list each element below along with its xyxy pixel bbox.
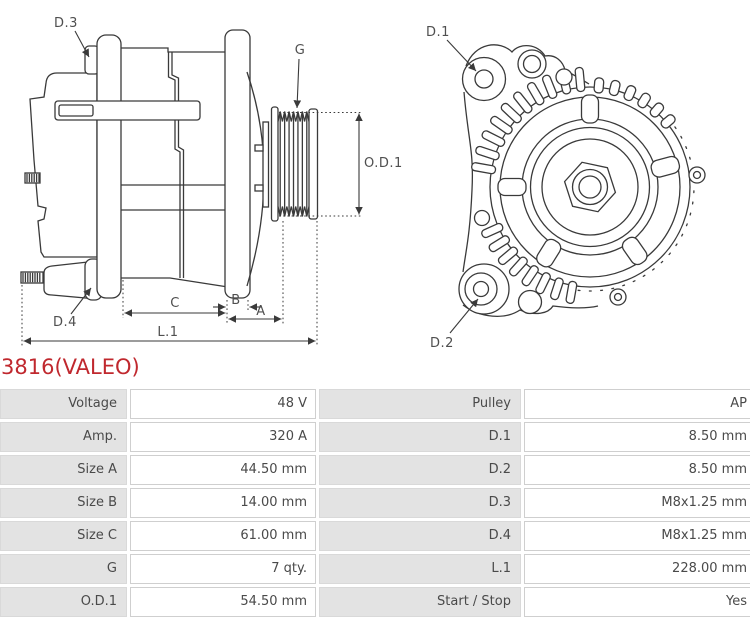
dim-label-l1: L.1 <box>157 325 178 340</box>
spec-label-cell: Start / Stop <box>319 587 521 617</box>
part-number: 3816(VALEO) <box>1 354 750 380</box>
technical-drawing: D.3 D.4 G O.D.1 C B A L.1 <box>0 0 750 350</box>
spec-value-cell: 61.00 mm <box>130 521 316 551</box>
plate-hole <box>475 211 490 226</box>
spec-label-cell: G <box>0 554 127 584</box>
spec-label-cell: Amp. <box>0 422 127 452</box>
spec-value-cell: 44.50 mm <box>130 455 316 485</box>
top-ear-hole <box>475 70 493 88</box>
top-boss-hole <box>524 56 541 73</box>
shaft-tab <box>255 145 263 151</box>
alternator-side-view <box>21 30 318 300</box>
spec-label-cell: Pulley <box>319 389 521 419</box>
front-bracket-plate <box>225 30 250 298</box>
bottom-tab-hole <box>615 294 622 301</box>
dim-label-d2: D.2 <box>430 336 454 350</box>
shaft-tab <box>255 185 263 191</box>
left-plate-edge <box>463 92 472 272</box>
cover-vent-slot <box>55 101 200 120</box>
body-lower-block <box>120 210 228 287</box>
spec-label-cell: Size A <box>0 455 127 485</box>
spec-label-cell: Voltage <box>0 389 127 419</box>
spec-value-cell: Yes <box>524 587 750 617</box>
dim-label-d4: D.4 <box>53 315 77 330</box>
spec-value-cell: 320 A <box>130 422 316 452</box>
bottom-boss-hole <box>519 291 542 314</box>
web-hole <box>556 69 572 85</box>
dim-label-od1: O.D.1 <box>364 156 403 171</box>
spec-value-cell: 54.50 mm <box>130 587 316 617</box>
pulley-end-cap <box>309 109 318 219</box>
spec-value-cell: 8.50 mm <box>524 422 750 452</box>
spec-value-cell: M8x1.25 mm <box>524 521 750 551</box>
spec-value-cell: 8.50 mm <box>524 455 750 485</box>
spec-label-cell: D.4 <box>319 521 521 551</box>
dim-label-g: G <box>295 43 306 58</box>
spec-value-cell: 14.00 mm <box>130 488 316 518</box>
spec-table: Voltage 48 V Pulley AP Amp. 320 A D.1 8.… <box>0 389 750 617</box>
spec-label-cell: D.3 <box>319 488 521 518</box>
spec-value-cell: 228.00 mm <box>524 554 750 584</box>
alternator-rear-view: D.1 D.2 <box>426 25 705 350</box>
dim-label-c: C <box>170 296 180 311</box>
dim-label-b: B <box>231 293 240 308</box>
spec-label-cell: O.D.1 <box>0 587 127 617</box>
spec-label-cell: Size B <box>0 488 127 518</box>
spec-value-cell: M8x1.25 mm <box>524 488 750 518</box>
rear-bracket-plate <box>97 35 121 298</box>
shaft <box>263 122 269 207</box>
pulley-grooves <box>278 112 309 217</box>
spec-value-cell: AP <box>524 389 750 419</box>
dim-label-a: A <box>256 304 265 319</box>
dim-label-d1: D.1 <box>426 25 450 40</box>
spec-label-cell: D.2 <box>319 455 521 485</box>
spec-value-cell: 7 qty. <box>130 554 316 584</box>
bottom-ear-hole <box>474 282 489 297</box>
right-tab-hole <box>694 172 701 179</box>
dim-label-d3: D.3 <box>54 16 78 31</box>
spec-label-cell: Size C <box>0 521 127 551</box>
spec-value-cell: 48 V <box>130 389 316 419</box>
pulley-flange <box>272 107 279 221</box>
spec-label-cell: D.1 <box>319 422 521 452</box>
spec-label-cell: L.1 <box>319 554 521 584</box>
